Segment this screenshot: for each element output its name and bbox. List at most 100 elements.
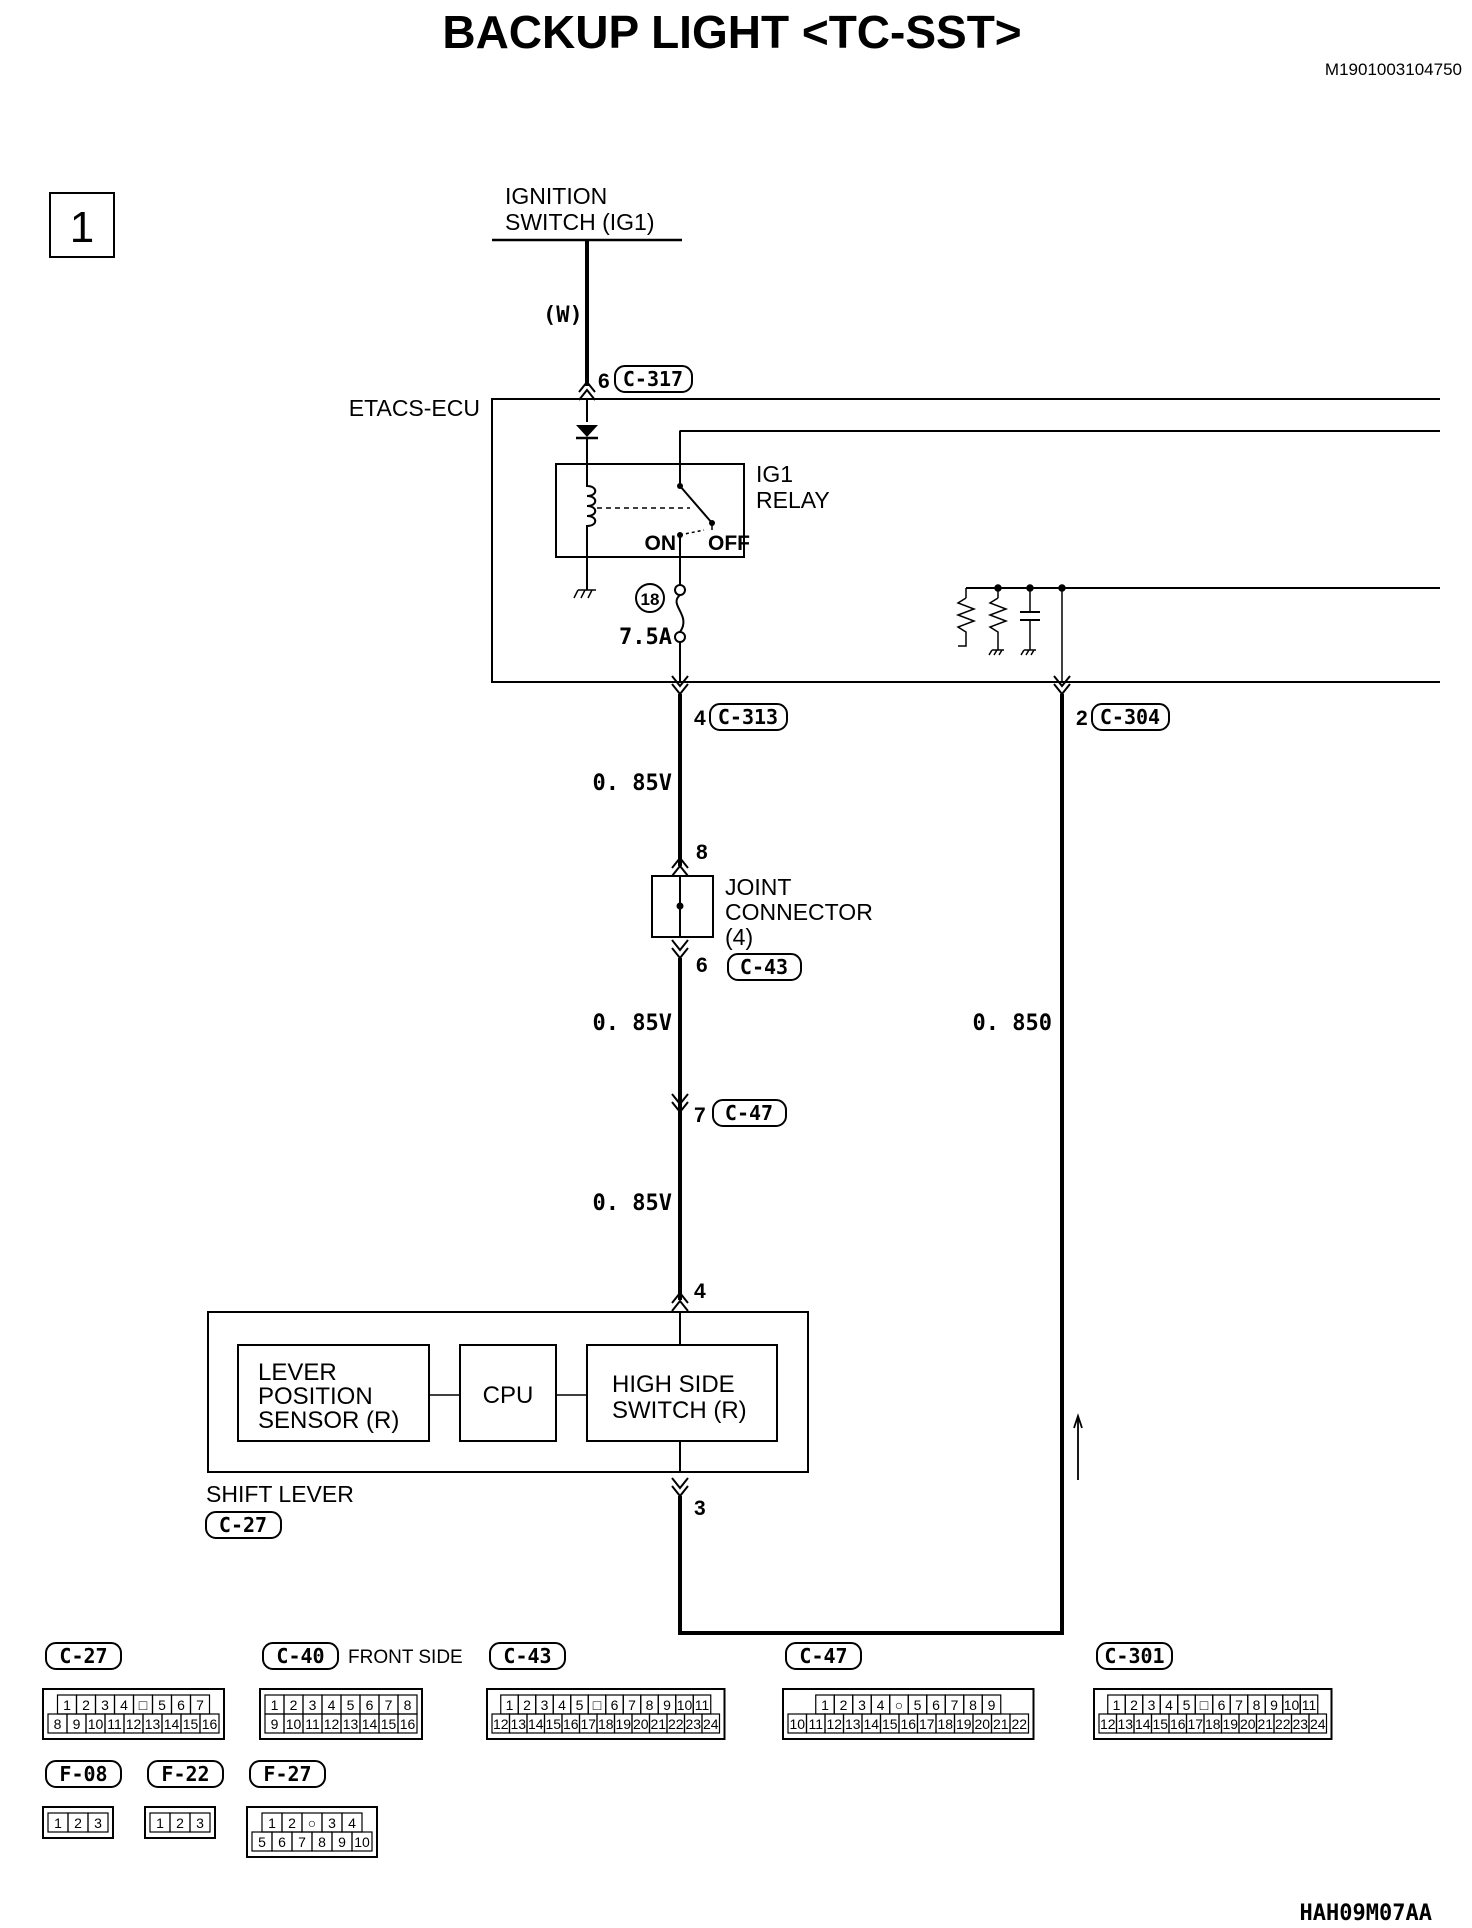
pin-c304: 2: [1076, 707, 1088, 730]
connector-view-label: C-43: [503, 1644, 551, 1668]
connector-pin-number: 2: [82, 1697, 90, 1713]
doc-code: M1901003104750: [1325, 60, 1462, 79]
connector-pin-number: 19: [615, 1716, 631, 1732]
connector-pin-number: 10: [286, 1716, 302, 1732]
connector-view-label: C-27: [59, 1644, 107, 1668]
connector-pin-number: 10: [677, 1697, 693, 1713]
connector-pin-number: 8: [54, 1716, 62, 1732]
connector-pin-number: 9: [1270, 1697, 1278, 1713]
connector-pin-number: 1: [271, 1697, 279, 1713]
connector-pin-number: 12: [324, 1716, 340, 1732]
connector-pin-number: 5: [158, 1697, 166, 1713]
connector-pin-number: 2: [176, 1815, 184, 1831]
ignition-label-line2: SWITCH (IG1): [505, 209, 655, 235]
connector-pin-number: 2: [1130, 1697, 1138, 1713]
connector-view-label: F-27: [263, 1762, 311, 1786]
connector-pin-number: 4: [877, 1697, 885, 1713]
connector-pin-number: 6: [366, 1697, 374, 1713]
connector-pin-number: 5: [1183, 1697, 1191, 1713]
connector-pin-number: 8: [646, 1697, 654, 1713]
sensor-line2: POSITION: [258, 1383, 373, 1410]
connector-pin-number: 11: [695, 1697, 710, 1713]
shift-lever-label: SHIFT LEVER: [206, 1481, 354, 1507]
connector-pin-number: 17: [580, 1716, 596, 1732]
connector-pin-number: 11: [1302, 1697, 1317, 1713]
connector-pin-number: 23: [685, 1716, 701, 1732]
connector-pin-number: 4: [120, 1697, 128, 1713]
ignition-switch: IGNITION SWITCH (IG1): [492, 183, 682, 242]
connector-mark-joint-in: [671, 856, 689, 877]
relay-on-label: ON: [645, 532, 677, 555]
connector-pin-number: 7: [1235, 1697, 1243, 1713]
input-filter-circuit: [955, 584, 1440, 682]
connector-pin-number: 7: [951, 1697, 959, 1713]
connector-pin-number: 15: [882, 1716, 898, 1732]
connector-pin-number: 8: [969, 1697, 977, 1713]
fuse-number: 18: [641, 590, 660, 609]
connector-pin-number: 4: [348, 1815, 356, 1831]
connector-pin-number: 21: [650, 1716, 666, 1732]
svg-text:C-43: C-43: [740, 955, 788, 979]
connector-tag-c317: C-317: [614, 365, 693, 393]
connector-pin-number: 7: [298, 1834, 306, 1850]
connector-pin-number: 6: [177, 1697, 185, 1713]
connector-pin-number: 22: [668, 1716, 684, 1732]
connector-pin-number: 2: [288, 1815, 296, 1831]
connector-pin-number: 3: [328, 1815, 336, 1831]
connector-pin-number: 20: [633, 1716, 649, 1732]
cpu-block: [459, 1344, 557, 1442]
connector-pin-number: 17: [919, 1716, 935, 1732]
connector-pin-number: 12: [493, 1716, 509, 1732]
connector-pin-number: 7: [196, 1697, 204, 1713]
connector-pin-number: 22: [1275, 1716, 1291, 1732]
connector-pin-number: 13: [343, 1716, 359, 1732]
connector-pin-number: 2: [523, 1697, 531, 1713]
connector-mark-c47: [671, 1093, 689, 1114]
connector-pin-number: 18: [937, 1716, 953, 1732]
ignition-label-line1: IGNITION: [505, 183, 607, 209]
diode-symbol: [576, 425, 598, 437]
connector-pin-number: 8: [404, 1697, 412, 1713]
lever-position-sensor-block: [237, 1344, 430, 1442]
ground-symbol: [573, 589, 596, 599]
connector-pin-number: 16: [202, 1716, 218, 1732]
page-number: 1: [70, 203, 94, 252]
pin-joint-in: 8: [696, 841, 708, 864]
connector-pin-number: 10: [88, 1716, 104, 1732]
connector-pin-number: 20: [1240, 1716, 1256, 1732]
joint-label-line3: (4): [725, 924, 753, 950]
connector-pin-number: 15: [183, 1716, 199, 1732]
connector-pin-number: □: [139, 1697, 148, 1713]
joint-label-line2: CONNECTOR: [725, 899, 873, 925]
pin-c313: 4: [694, 707, 706, 730]
connector-pin-number: 3: [309, 1697, 317, 1713]
connector-pin-number: 9: [338, 1834, 346, 1850]
wire-return-loop: [678, 694, 1064, 1635]
connector-pin-number: 1: [1113, 1697, 1121, 1713]
connector-pin-number: 21: [993, 1716, 1009, 1732]
pin-joint-out: 6: [696, 954, 708, 977]
connector-mark-lever-out: [671, 1477, 689, 1498]
connector-pin-number: 13: [145, 1716, 161, 1732]
connector-pin-number: 7: [628, 1697, 636, 1713]
svg-text:C-317: C-317: [623, 367, 683, 391]
connector-tag-c313: C-313: [709, 703, 788, 731]
connector-pin-number: 7: [385, 1697, 393, 1713]
connector-pin-number: 14: [863, 1716, 879, 1732]
svg-text:C-47: C-47: [725, 1101, 773, 1125]
switch-line2: SWITCH (R): [612, 1397, 747, 1424]
ig1-relay-box: [555, 463, 745, 558]
connector-pin-number: 11: [107, 1716, 122, 1732]
connector-pin-number: 5: [576, 1697, 584, 1713]
connector-pin-number: 1: [63, 1697, 71, 1713]
svg-text:C-313: C-313: [718, 705, 778, 729]
connector-pin-number: 9: [73, 1716, 81, 1732]
connector-pin-number: 1: [506, 1697, 514, 1713]
high-side-switch-block: [586, 1344, 778, 1442]
svg-text:C-304: C-304: [1100, 705, 1160, 729]
connector-view-label: F-08: [59, 1762, 107, 1786]
fuse-18: 18 7.5A: [619, 583, 686, 650]
